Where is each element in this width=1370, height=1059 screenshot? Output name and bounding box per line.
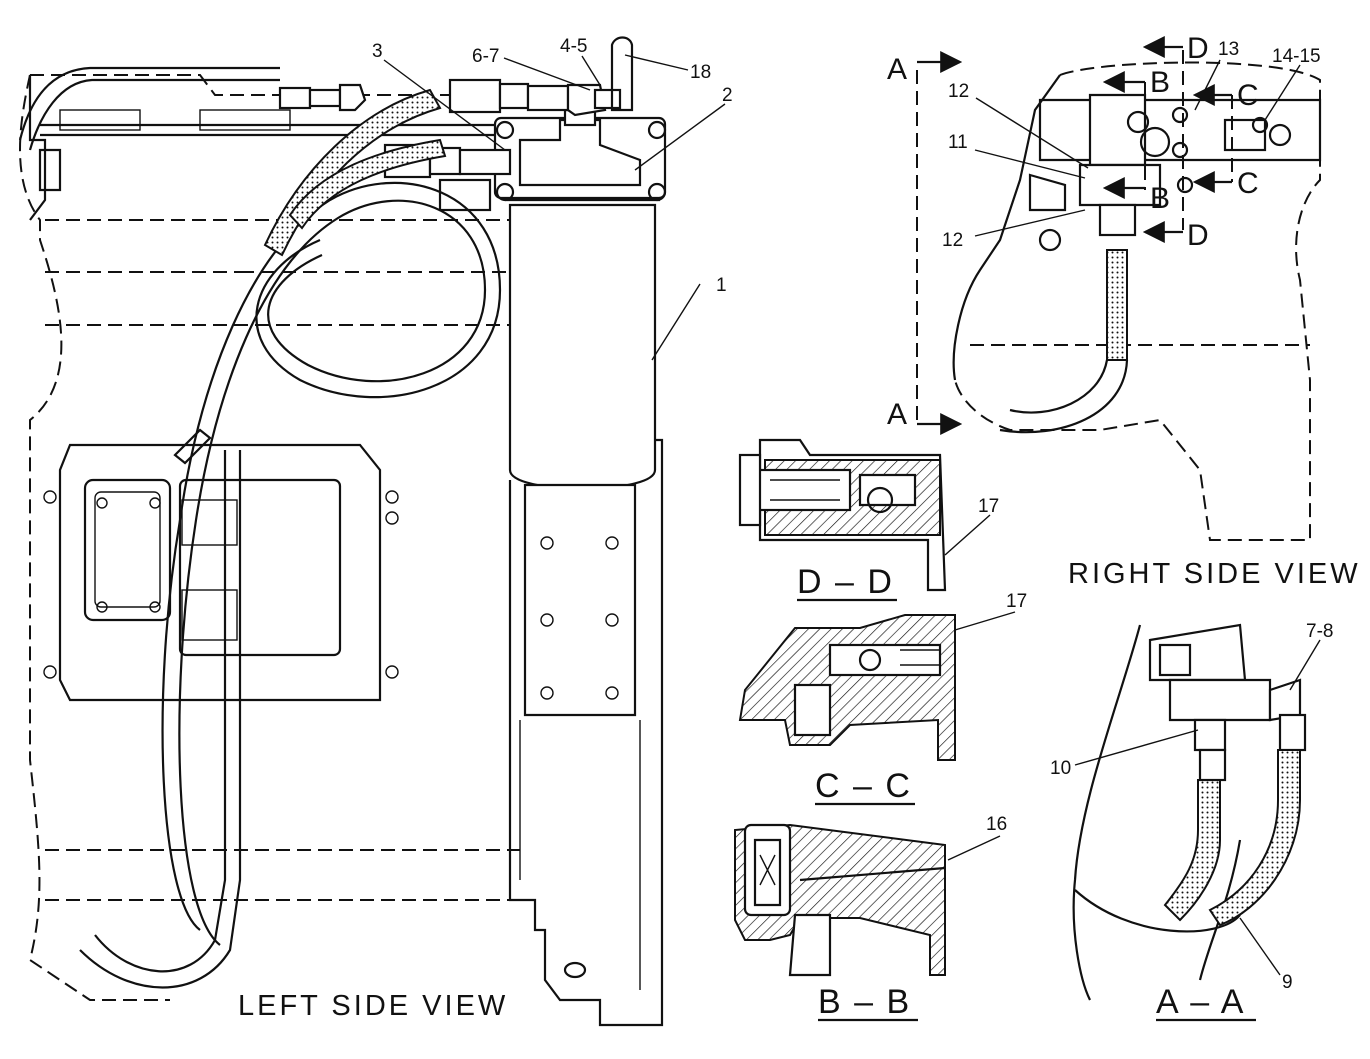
callout-3: 3 [372, 41, 383, 62]
section-marker-a-top: A [887, 53, 907, 86]
section-a-a-title: A – A [1156, 983, 1245, 1021]
callout-1: 1 [716, 275, 727, 296]
section-c-c-title: C – C [815, 767, 912, 805]
callout-17-dd: 17 [978, 496, 999, 517]
callout-13: 13 [1218, 39, 1239, 60]
right-side-view-title: RIGHT SIDE VIEW [1068, 558, 1361, 590]
section-marker-b-top: B [1150, 66, 1170, 99]
section-b-b [734, 823, 946, 977]
callout-6-7: 6-7 [472, 46, 499, 67]
section-d-d-title: D – D [797, 563, 894, 601]
section-d-d [738, 438, 947, 592]
left-side-view [18, 36, 667, 1027]
callout-17-cc: 17 [1006, 591, 1027, 612]
callout-9: 9 [1282, 972, 1293, 993]
labels: LEFT SIDE VIEW RIGHT SIDE VIEW D – D C –… [238, 32, 1361, 1022]
callout-12-bottom: 12 [942, 230, 963, 251]
callout-14-15: 14-15 [1272, 46, 1321, 67]
section-marker-c-bottom: C [1237, 167, 1259, 200]
section-c-c [738, 614, 956, 761]
leader-lines [383, 54, 1321, 976]
section-marker-a-bottom: A [887, 398, 907, 431]
callout-11: 11 [948, 132, 968, 153]
section-b-b-title: B – B [818, 983, 911, 1021]
left-side-view-title: LEFT SIDE VIEW [238, 990, 508, 1022]
callout-7-8: 7-8 [1306, 621, 1333, 642]
section-marker-c-top: C [1237, 79, 1259, 112]
callout-18: 18 [690, 62, 711, 83]
section-a-a [1072, 623, 1307, 1001]
callout-2: 2 [722, 85, 733, 106]
callout-4-5: 4-5 [560, 36, 587, 57]
section-marker-d-bottom: D [1187, 219, 1209, 252]
callout-16: 16 [986, 814, 1007, 835]
callout-10: 10 [1050, 758, 1071, 779]
callout-12-top: 12 [948, 81, 969, 102]
section-marker-b-bottom: B [1150, 182, 1170, 215]
section-marker-d-top: D [1187, 32, 1209, 65]
right-side-view [916, 36, 1322, 541]
